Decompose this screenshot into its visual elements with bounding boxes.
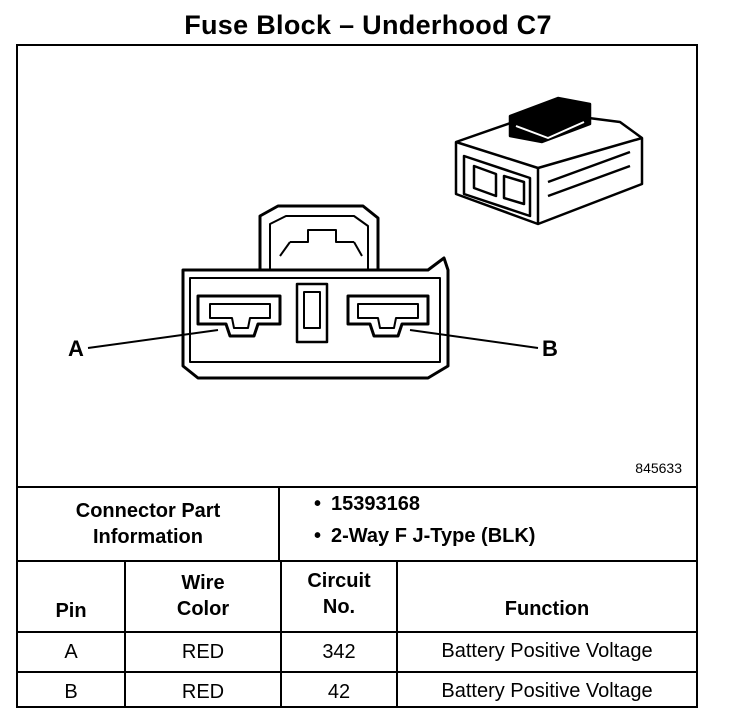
- row-a-pin: A: [64, 641, 78, 663]
- connector-info-label-line-1: Connector Part: [75, 500, 221, 522]
- connector-latch: [295, 282, 329, 344]
- connector-info-divider: [278, 486, 280, 560]
- header-wire-color: Wire Color: [126, 570, 280, 622]
- diagram-frame: A B 845633 Connector Part Information 15…: [16, 44, 698, 708]
- connector-isometric-view: [454, 96, 644, 226]
- header-rule: [18, 631, 696, 633]
- connector-face-view: [87, 96, 644, 380]
- header-circuit: Circuit No.: [282, 568, 396, 620]
- col-divider-circuit: [396, 560, 398, 706]
- pin-label-a: A: [68, 336, 84, 361]
- header-wire-color-line-1: Wire: [181, 572, 225, 594]
- header-function: Function: [504, 598, 590, 620]
- connector-info-list: 15393168 2-Way F J-Type (BLK): [314, 488, 535, 552]
- header-circuit-line-1: Circuit: [307, 570, 371, 592]
- connector-diagram: A B 845633: [18, 46, 696, 488]
- row-a-circuit: 342: [322, 641, 356, 663]
- header-pin: Pin: [55, 600, 87, 622]
- cavity-b: [346, 294, 430, 338]
- row-a-function: Battery Positive Voltage: [441, 640, 653, 662]
- diagram-title: Fuse Block – Underhood C7: [184, 10, 552, 40]
- connector-key-tab: [258, 204, 380, 270]
- table-top-rule: [18, 486, 696, 488]
- part-number: 15393168: [314, 488, 535, 520]
- row-rule: [18, 671, 696, 673]
- leader-line-b: [409, 329, 539, 349]
- pin-label-b: B: [542, 336, 558, 361]
- connector-info-label-line-2: Information: [93, 526, 203, 548]
- connector-type: 2-Way F J-Type (BLK): [314, 520, 535, 552]
- header-circuit-line-2: No.: [322, 596, 356, 618]
- row-b-color: RED: [181, 681, 225, 703]
- row-b-pin: B: [64, 681, 78, 703]
- header-wire-color-line-2: Color: [176, 598, 230, 620]
- connector-info-label: Connector Part Information: [18, 498, 278, 550]
- connector-info-rule: [18, 560, 696, 562]
- figure-number: 845633: [635, 460, 682, 476]
- col-divider-pin: [124, 560, 126, 706]
- col-divider-color: [280, 560, 282, 706]
- row-b-circuit: 42: [327, 681, 351, 703]
- cavity-a: [196, 294, 282, 338]
- leader-line-a: [87, 329, 219, 349]
- connector-body: [181, 256, 450, 380]
- row-b-function: Battery Positive Voltage: [441, 680, 653, 702]
- row-a-color: RED: [181, 641, 225, 663]
